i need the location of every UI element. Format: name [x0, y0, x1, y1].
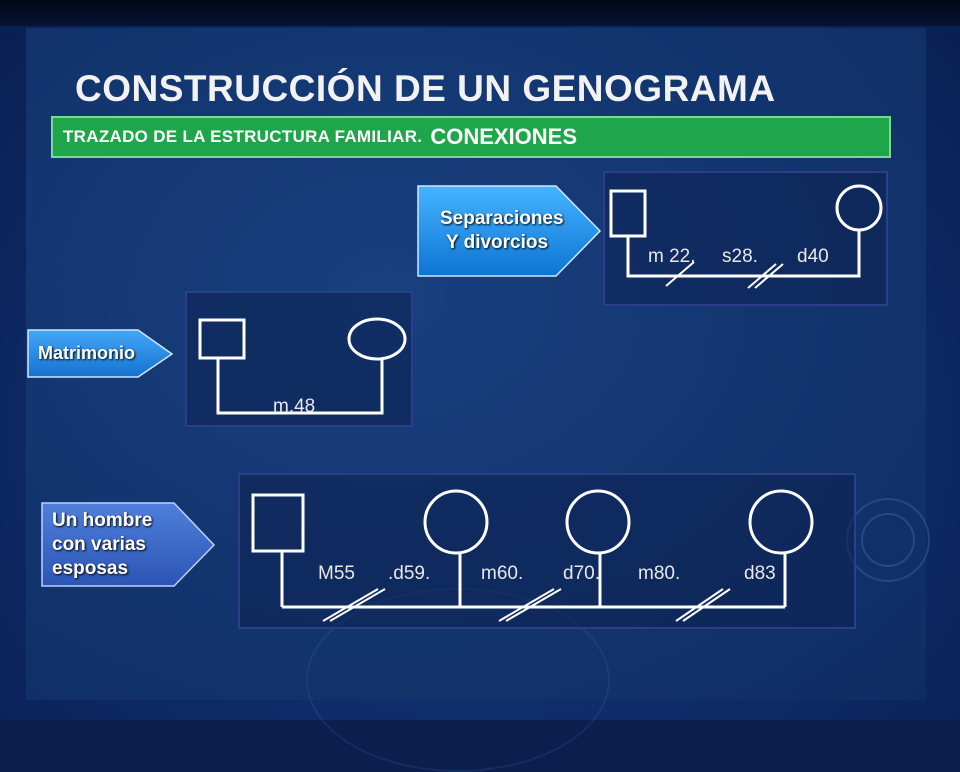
- genogram-drawings: m 22. s28. d40 m.48 M55 .d59. m60. d70. …: [198, 184, 883, 622]
- varias-label-d83: d83: [744, 563, 776, 584]
- matrimonio-arrow-label: Matrimonio: [38, 343, 135, 363]
- divorce-slash-icon: [498, 588, 555, 622]
- matrimonio-label: m.48: [273, 396, 315, 417]
- separaciones-arrow-label: Separaciones Y divorcios: [440, 207, 564, 255]
- divorce-slash-icon: [505, 588, 562, 622]
- varias-esposas-arrow-shape: [41, 502, 216, 587]
- banner-keyword: CONEXIONES: [430, 124, 578, 149]
- banner-subtitle: TRAZADO DE LA ESTRUCTURA FAMILIAR.: [63, 127, 423, 146]
- marriage-line: [216, 358, 384, 415]
- varias-label-d59: .d59.: [388, 563, 430, 584]
- divorce-slash-icon: [329, 588, 386, 622]
- female-circle-icon: [347, 317, 407, 361]
- separaciones-genogram: m 22. s28. d40: [609, 184, 883, 289]
- female-circle-icon: [748, 489, 814, 555]
- male-square-icon: [198, 318, 246, 360]
- varias-label-m80: m80.: [638, 563, 680, 584]
- decor-ring: [861, 513, 915, 567]
- sep-label-m: m 22.: [648, 246, 696, 267]
- female-circle-icon: [565, 489, 631, 555]
- female-circle-icon: [423, 489, 489, 555]
- separaciones-label-line1: Separaciones: [440, 208, 564, 229]
- matrimonio-arrow-shape: [27, 329, 174, 378]
- divorce-slash-icon: [682, 588, 731, 622]
- divorce-slash-icon: [754, 263, 784, 289]
- varias-esposas-line2: con varias: [52, 534, 146, 555]
- top-bar: [0, 0, 960, 26]
- divorce-slash-icon: [675, 588, 724, 622]
- separation-slash-icon: [665, 261, 695, 287]
- page-title: CONSTRUCCIÓN DE UN GENOGRAMA: [75, 68, 776, 109]
- varias-esposas-line1: Un hombre: [52, 510, 153, 531]
- varias-label-m55: M55: [318, 563, 355, 584]
- varias-label-m60: m60.: [481, 563, 523, 584]
- separaciones-panel: [603, 171, 888, 306]
- divorce-slash-icon: [747, 263, 777, 289]
- sep-label-d: d40: [797, 246, 829, 267]
- male-square-icon: [251, 493, 305, 553]
- varias-label-d70: d70.: [563, 563, 600, 584]
- section-banner: TRAZADO DE LA ESTRUCTURA FAMILIAR. CONEX…: [51, 116, 891, 158]
- separaciones-arrow: [27, 185, 602, 587]
- matrimonio-genogram: m.48: [198, 317, 407, 417]
- marriage-line: [626, 230, 861, 278]
- female-circle-icon: [835, 184, 883, 232]
- separaciones-label-line2: Y divorcios: [446, 232, 549, 253]
- varias-esposas-genogram: M55 .d59. m60. d70. m80. d83: [251, 489, 814, 622]
- varias-esposas-line3: esposas: [52, 558, 129, 579]
- divorce-slash-icon: [322, 588, 379, 622]
- sep-label-s: s28.: [722, 246, 758, 267]
- varias-esposas-panel: [238, 473, 856, 629]
- male-square-icon: [609, 189, 647, 238]
- varias-esposas-arrow-label: Un hombre con varias esposas: [52, 509, 152, 581]
